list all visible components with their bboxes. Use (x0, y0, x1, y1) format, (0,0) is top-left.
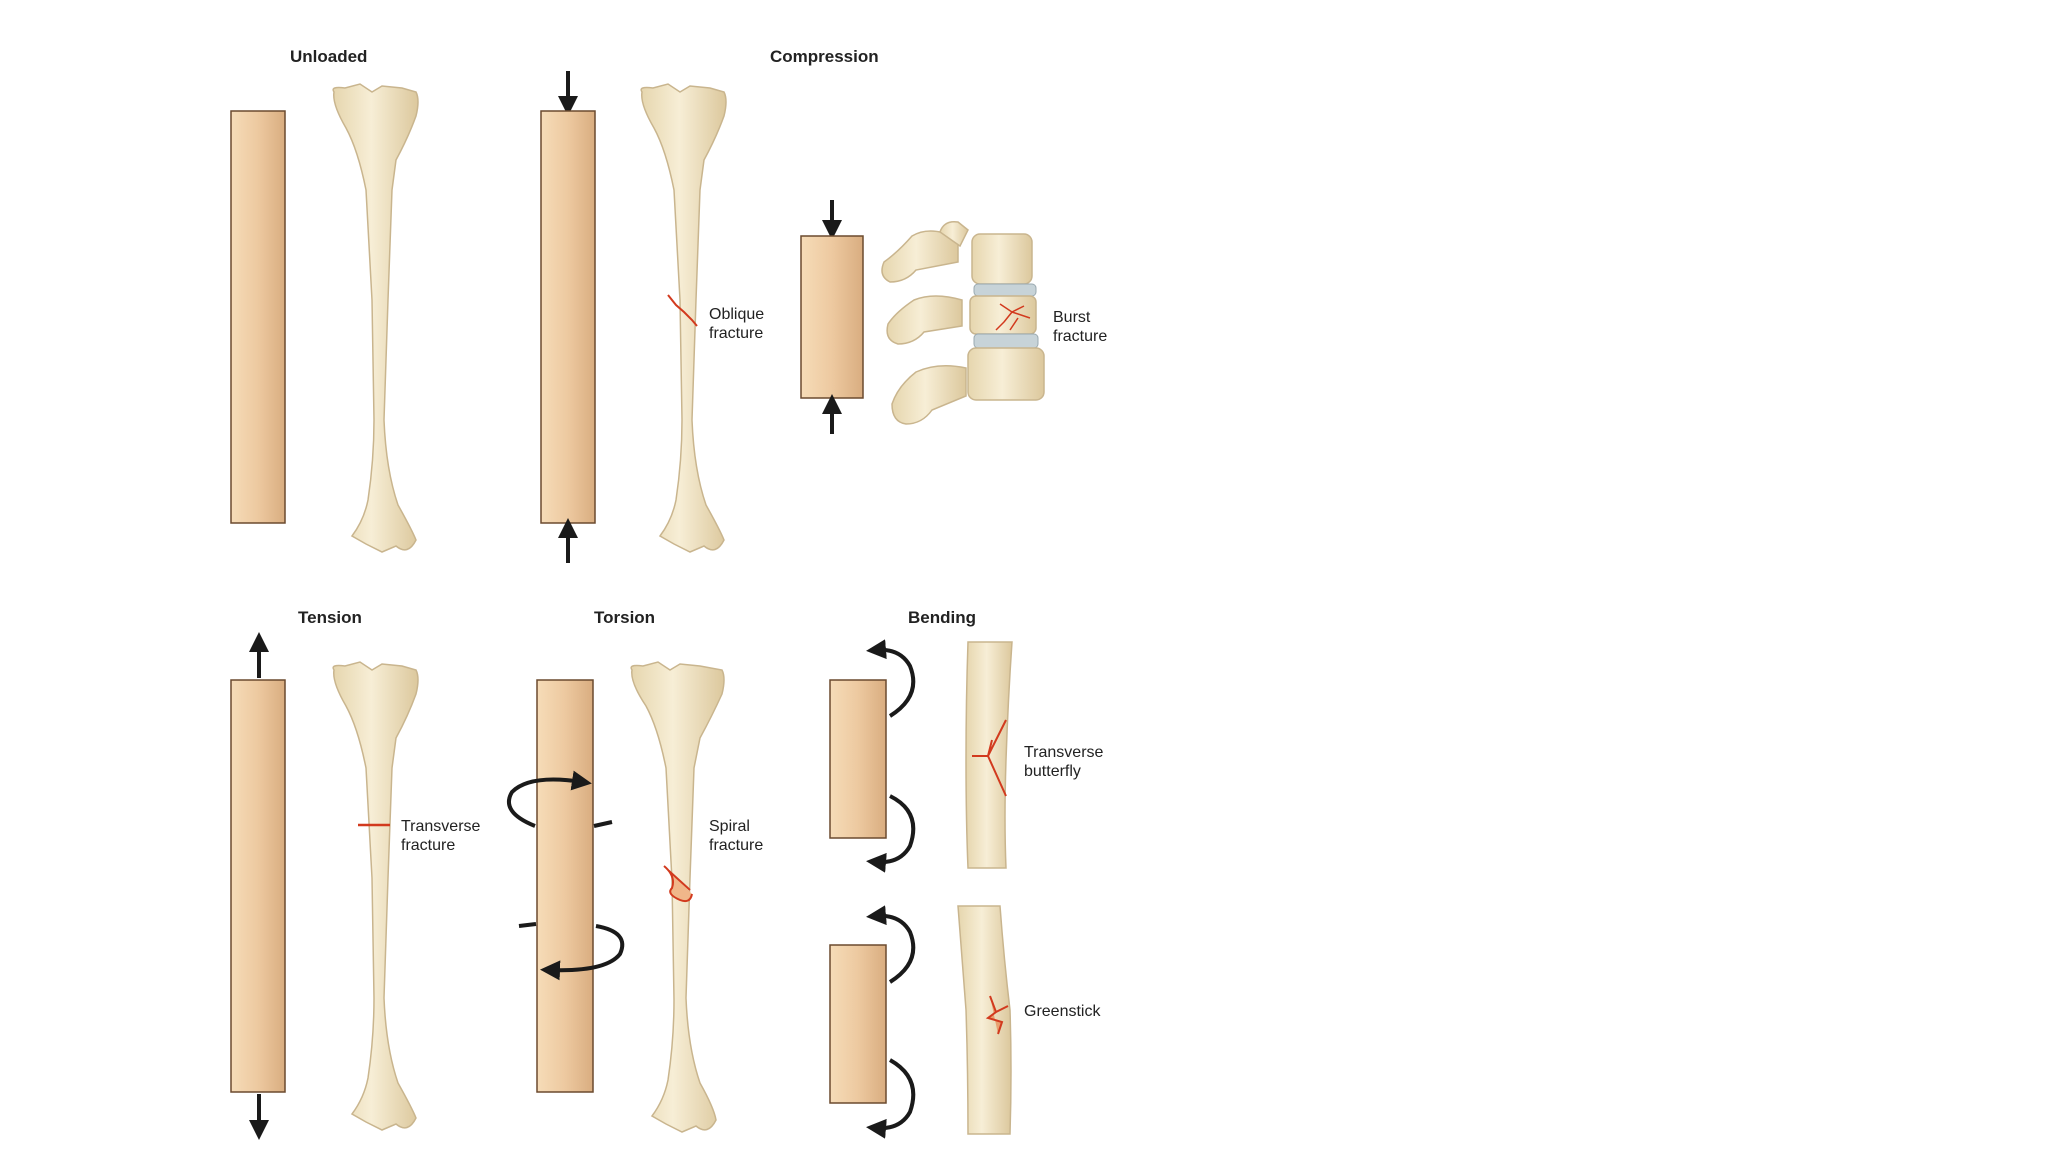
tension-tibia (332, 661, 419, 1131)
burst-fracture-label-line2: fracture (1053, 328, 1107, 345)
torsion-arrow-top (506, 770, 592, 828)
heading-compression: Compression (770, 47, 879, 66)
bending-arrow-lower-bottom (866, 1058, 916, 1139)
transverse-butterfly-label-line1: Transverse (1024, 744, 1104, 761)
compression-block (540, 110, 596, 524)
transverse-butterfly-label-line2: butterfly (1024, 763, 1081, 780)
bending-arrow-upper-bottom (866, 794, 916, 873)
unloaded-block (230, 110, 286, 524)
torsion-tibia (630, 661, 725, 1133)
burst-fracture-label-line1: Burst (1053, 309, 1091, 326)
compression-tibia (640, 83, 727, 553)
greenstick-fracture-line (985, 995, 1009, 1035)
spiral-fracture-label-line2: fracture (709, 837, 763, 854)
transverse-butterfly-fracture-line (972, 719, 1007, 797)
spiral-fracture-label-line1: Spiral (709, 818, 750, 835)
unloaded-tibia (332, 83, 419, 553)
oblique-fracture-label-line1: Oblique (709, 306, 764, 323)
bending-arrow-upper-top (866, 639, 916, 718)
oblique-fracture-label-line2: fracture (709, 325, 763, 342)
torsion-arrow-top-tail (593, 820, 613, 828)
heading-torsion: Torsion (594, 608, 655, 627)
bending-block-lower (829, 944, 887, 1104)
transverse-fracture-label-line1: Transverse (401, 818, 481, 835)
vertebral-column (881, 220, 1045, 425)
bending-bone-upper (965, 641, 1013, 869)
heading-unloaded: Unloaded (290, 47, 367, 66)
torsion-block (536, 679, 594, 1093)
burst-fracture-lines (995, 303, 1031, 331)
bending-block-upper (829, 679, 887, 839)
heading-tension: Tension (298, 608, 362, 627)
torsion-arrow-bottom-tail (518, 922, 537, 928)
transverse-fracture-label-line2: fracture (401, 837, 455, 854)
greenstick-label: Greenstick (1024, 1003, 1101, 1020)
vertebra-compression-block (800, 235, 864, 399)
heading-bending: Bending (908, 608, 976, 627)
tension-block (230, 679, 286, 1093)
oblique-fracture-line (667, 294, 698, 327)
bending-bone-lower (957, 905, 1012, 1135)
spiral-fracture-line (663, 865, 693, 903)
bending-arrow-lower-top (866, 905, 916, 984)
torsion-arrow-bottom (540, 924, 625, 981)
